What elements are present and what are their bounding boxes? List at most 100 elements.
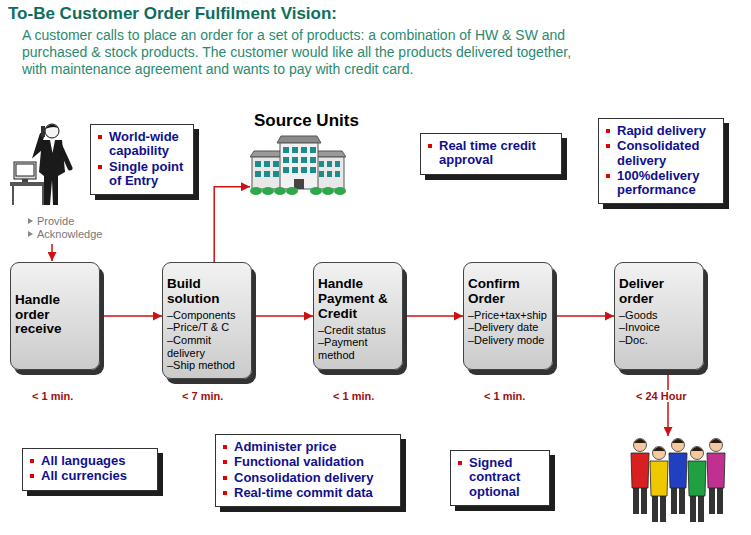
bullet-square	[223, 491, 227, 495]
window	[283, 147, 289, 153]
flow-arrow	[553, 315, 614, 317]
leg	[690, 494, 696, 522]
bullet-square	[606, 144, 610, 148]
roof	[277, 136, 321, 143]
caller-figure	[10, 124, 70, 205]
callout-text: Consolidation delivery	[234, 470, 373, 485]
roof	[314, 151, 346, 157]
process-title: Handle Payment & Credit	[318, 277, 399, 322]
callout-text: Administer price	[234, 439, 337, 454]
note-line: Provide	[28, 215, 74, 228]
bullet-square	[223, 476, 227, 480]
bullet-square	[30, 474, 34, 478]
arm	[60, 146, 70, 168]
window	[264, 171, 270, 177]
building-illustration	[250, 131, 346, 197]
process-box: Confirm Order–Price+tax+ship–Delivery da…	[463, 262, 553, 370]
process-item: –Goods	[619, 309, 700, 322]
window	[283, 157, 289, 163]
process-item: –Components	[167, 309, 248, 322]
callout-text: Real time credit approval	[439, 138, 536, 167]
window	[301, 157, 307, 163]
head	[691, 447, 704, 460]
flow-arrow	[403, 315, 463, 317]
process-item: –Price/T & C	[167, 321, 248, 334]
process-item: –Doc.	[619, 334, 700, 347]
window	[310, 157, 316, 163]
process-box: Deliver order–Goods–Invoice–Doc.	[614, 262, 704, 370]
source-units: Source Units	[250, 112, 359, 197]
note-line: Acknowledge	[28, 228, 102, 241]
window	[292, 147, 298, 153]
window	[301, 147, 307, 153]
bullet-square	[223, 445, 227, 449]
source-label: Source Units	[254, 112, 359, 131]
window	[335, 161, 340, 167]
callout-text: Rapid delivery	[617, 123, 706, 138]
desk-leg	[12, 186, 14, 205]
window	[273, 171, 279, 177]
process-title: Handle order receive	[15, 293, 96, 338]
bullet-item: Consolidation delivery	[221, 471, 394, 485]
callout-box: Administer priceFunctional validationCon…	[215, 434, 401, 507]
flow-arrow	[214, 187, 250, 262]
time-target: < 1 min.	[482, 390, 527, 402]
bullet-item: Rapid delivery	[604, 124, 717, 138]
window	[319, 161, 324, 167]
bush	[286, 187, 298, 195]
process-item: –Delivery mode	[468, 334, 549, 347]
leg	[698, 494, 704, 522]
bullet-item: Functional validation	[221, 455, 394, 469]
process-title: Build solution	[167, 277, 248, 307]
bullet-item: 100%delivery performance	[604, 169, 717, 198]
callout-text: Functional validation	[234, 454, 364, 469]
callout-box: Rapid deliveryConsolidated delivery100%d…	[598, 118, 724, 204]
desk	[10, 182, 46, 186]
process-item: –Ship method	[167, 359, 248, 372]
window	[283, 167, 289, 173]
desk-leg	[42, 186, 44, 205]
bullet-square	[428, 144, 432, 148]
building-holder	[250, 131, 359, 197]
window	[310, 167, 316, 173]
hair	[634, 439, 646, 443]
flow-arrow	[100, 315, 162, 317]
time-target: < 1 min.	[331, 390, 376, 402]
window	[255, 161, 261, 167]
shirt-collar	[50, 140, 55, 153]
callout-box: Signed contract optional	[450, 450, 550, 506]
callout-text: Consolidated delivery	[617, 138, 699, 167]
bullet-triangle	[28, 218, 33, 224]
bush	[334, 187, 346, 195]
process-box: Handle order receive	[10, 262, 100, 370]
bullet-item: All languages	[28, 454, 151, 468]
bullet-item: Signed contract optional	[456, 456, 543, 499]
time-target: < 7 min.	[180, 390, 225, 402]
diagram-title: To-Be Customer Order Fulfilment Vision:	[8, 5, 337, 24]
callout-text: Single point of Entry	[109, 159, 183, 188]
process-box: Handle Payment & Credit–Credit status–Pa…	[313, 262, 403, 370]
bullet-triangle	[28, 231, 33, 237]
process-item: –Invoice	[619, 321, 700, 334]
hair	[672, 439, 684, 443]
customer-group	[631, 439, 725, 523]
flow-note: Provide	[37, 215, 74, 227]
window	[292, 167, 298, 173]
callout-text: Signed contract optional	[469, 455, 520, 499]
bullet-item: Real-time commit data	[221, 486, 394, 500]
body	[669, 453, 687, 488]
head	[45, 124, 59, 138]
bullet-square	[458, 461, 462, 465]
bullet-item: World-wide capability	[96, 130, 187, 159]
bullet-square	[606, 174, 610, 178]
bush	[322, 187, 334, 195]
process-item: –Price+tax+ship	[468, 309, 549, 322]
head	[634, 439, 647, 452]
window	[335, 171, 340, 177]
bullet-square	[98, 135, 102, 139]
monitor-screen	[16, 164, 34, 176]
process-item: –Credit status	[318, 324, 399, 337]
flow-arrow	[252, 315, 313, 317]
window	[255, 171, 261, 177]
window	[319, 171, 324, 177]
